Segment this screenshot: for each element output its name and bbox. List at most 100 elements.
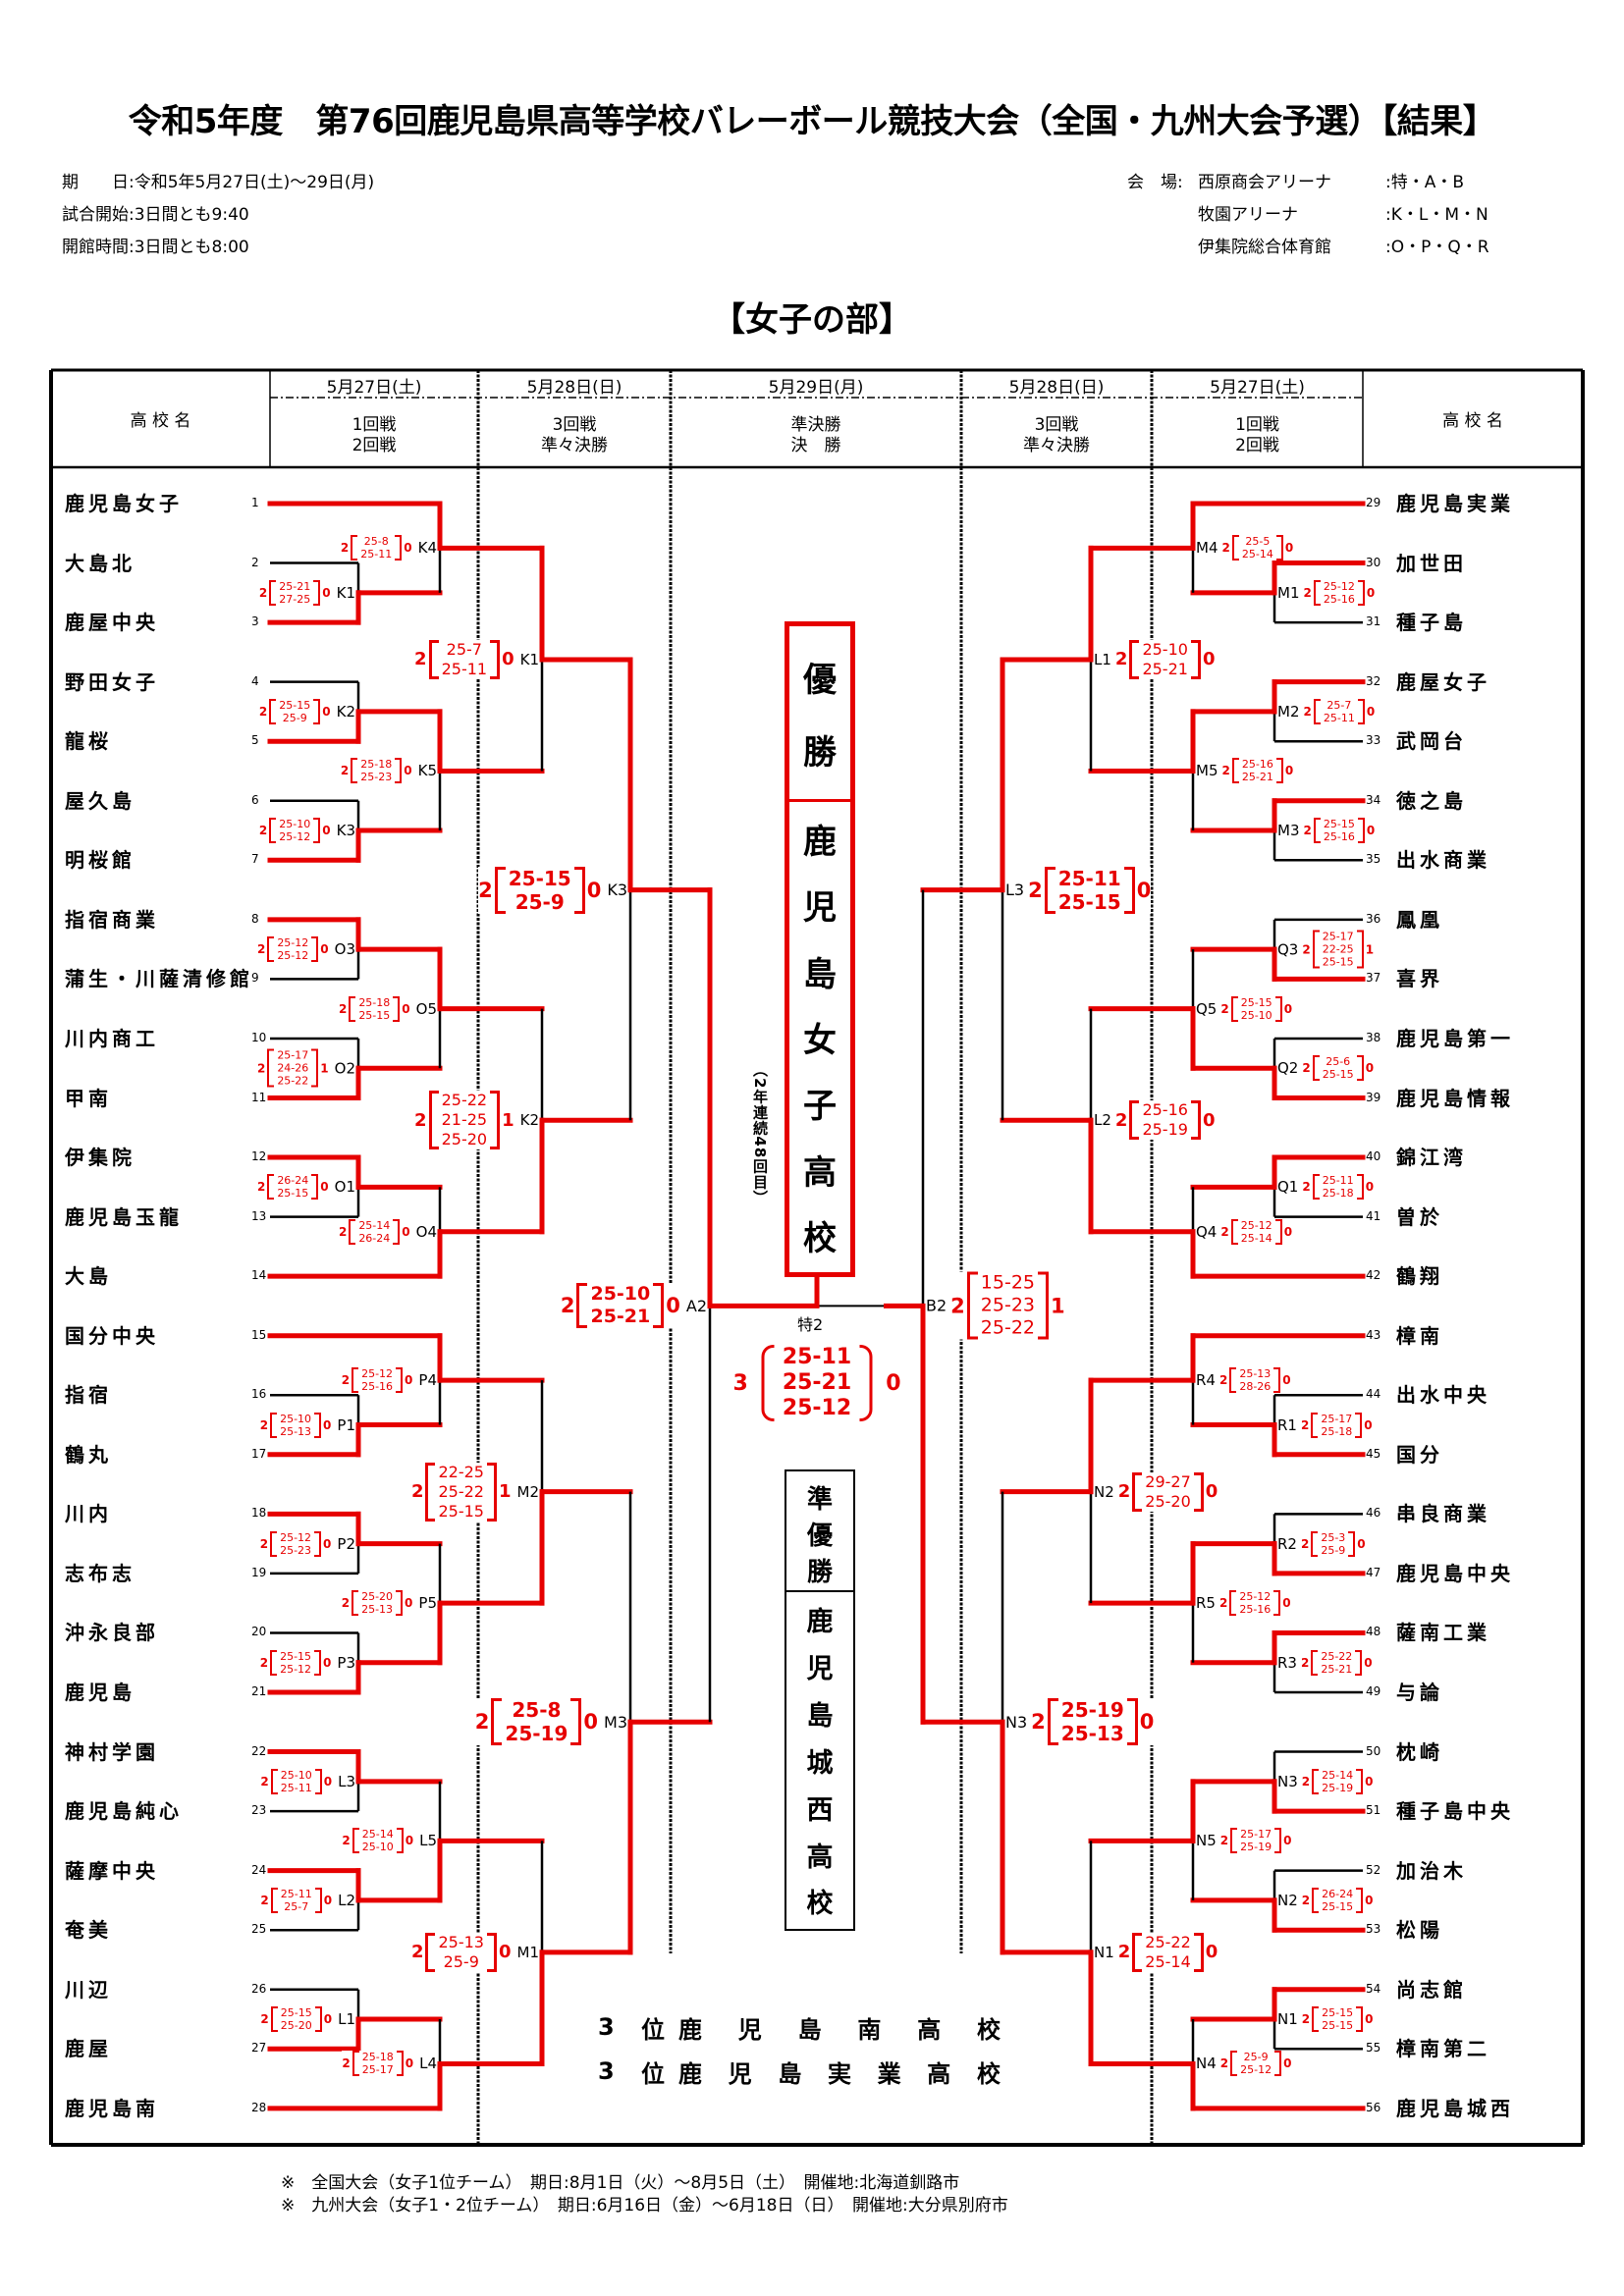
set-score: 25-19 xyxy=(1322,1781,1354,1794)
set-score: 27-25 xyxy=(279,592,311,606)
team-name: 川内 xyxy=(65,1502,112,1526)
team-seed-number: 32 xyxy=(1366,673,1381,688)
sets-won: 0 xyxy=(666,1294,680,1318)
sets-won: 0 xyxy=(1283,1834,1292,1848)
info-start-time: 試合開始:3日間とも9:40 xyxy=(62,205,249,225)
bracket-close xyxy=(1355,1649,1363,1676)
bracket-open xyxy=(270,1887,278,1913)
match-label: M1 xyxy=(516,1943,540,1961)
char: 校 xyxy=(803,1218,837,1258)
header-date: 5月29日(月) xyxy=(768,378,864,398)
match-label: Q5 xyxy=(1196,999,1218,1018)
sets-won: 0 xyxy=(1365,1774,1374,1789)
team-name: 奄美 xyxy=(65,1918,112,1943)
bracket-close xyxy=(1274,995,1282,1022)
team-seed-number: 2 xyxy=(251,555,259,569)
set-score: 25-9 xyxy=(514,889,565,914)
set-score: 25-10 xyxy=(280,1768,312,1782)
bracket-close xyxy=(570,1698,582,1746)
sets-won: 2 xyxy=(414,649,427,670)
match-label: K2 xyxy=(519,1111,539,1130)
sets-won: 0 xyxy=(1283,1001,1293,1016)
set-score: 25-14 xyxy=(1241,548,1273,561)
team-name: 鶴丸 xyxy=(65,1442,112,1467)
match-label: N1 xyxy=(1094,1943,1114,1961)
match-label: K3 xyxy=(607,881,627,900)
header-date: 5月28日(日) xyxy=(1008,378,1105,398)
set-score: 25-16 xyxy=(1323,830,1355,844)
match-label: L3 xyxy=(338,1772,355,1790)
header-date: 5月27日(土) xyxy=(1210,378,1305,398)
bracket-open xyxy=(494,866,506,914)
bracket-close xyxy=(1356,930,1364,969)
char: 位 xyxy=(641,2059,665,2088)
team-seed-number: 23 xyxy=(251,1803,267,1818)
char: 高 xyxy=(927,2059,951,2088)
match-label: K3 xyxy=(336,822,355,840)
bracket-close xyxy=(1275,535,1283,561)
sets-won: 2 xyxy=(478,878,493,902)
set-score: 25-15 xyxy=(1322,1899,1354,1913)
champion-title: 優勝 xyxy=(789,626,850,802)
sets-won: 0 xyxy=(1205,1942,1218,1963)
set-score: 25-21 xyxy=(1241,771,1273,784)
char: 3 xyxy=(598,2013,615,2041)
set-score: 25-15 xyxy=(1322,2019,1354,2033)
match-label: K2 xyxy=(336,702,355,721)
set-score: 25-12 xyxy=(1240,1218,1272,1232)
bracket-close xyxy=(314,2006,322,2033)
set-score: 25-13 xyxy=(1239,1367,1272,1381)
char: 島 xyxy=(778,2059,802,2088)
set-score: 25-7 xyxy=(446,639,482,659)
match-label: M1 xyxy=(1277,583,1300,602)
team-seed-number: 35 xyxy=(1366,852,1381,867)
team-seed-number: 28 xyxy=(251,2100,267,2114)
team-seed-number: 8 xyxy=(251,911,259,926)
set-score: 25-11 xyxy=(1057,866,1121,890)
bracket-close xyxy=(1357,579,1365,606)
set-score: 25-18 xyxy=(1321,1424,1353,1438)
char: 鹿 xyxy=(678,2015,702,2044)
sets-won: 0 xyxy=(1282,1373,1291,1388)
set-score: 25-16 xyxy=(1323,592,1355,606)
bracket-close xyxy=(311,1048,319,1088)
team-name: 鶴翔 xyxy=(1396,1264,1443,1289)
set-score: 25-23 xyxy=(360,771,393,784)
team-seed-number: 7 xyxy=(251,852,259,867)
sets-won: 2 xyxy=(1221,764,1230,778)
bracket-close xyxy=(1356,1055,1364,1082)
sets-won: 1 xyxy=(502,1109,514,1131)
sets-won: 2 xyxy=(1114,649,1128,670)
sets-won: 2 xyxy=(1301,1893,1311,1907)
char: 高 xyxy=(917,2015,942,2044)
char: 鹿 xyxy=(803,823,837,863)
team-name: 鹿屋女子 xyxy=(1396,669,1490,694)
sets-won: 2 xyxy=(340,764,350,778)
sets-won: 2 xyxy=(1218,1373,1228,1388)
set-score: 25-12 xyxy=(277,936,309,950)
set-score: 25-14 xyxy=(1145,1951,1191,1971)
sets-won: 2 xyxy=(256,942,266,957)
header-round: 3回戦 xyxy=(1034,415,1079,435)
sets-won: 0 xyxy=(1366,824,1376,838)
bracket-close xyxy=(314,1887,322,1913)
